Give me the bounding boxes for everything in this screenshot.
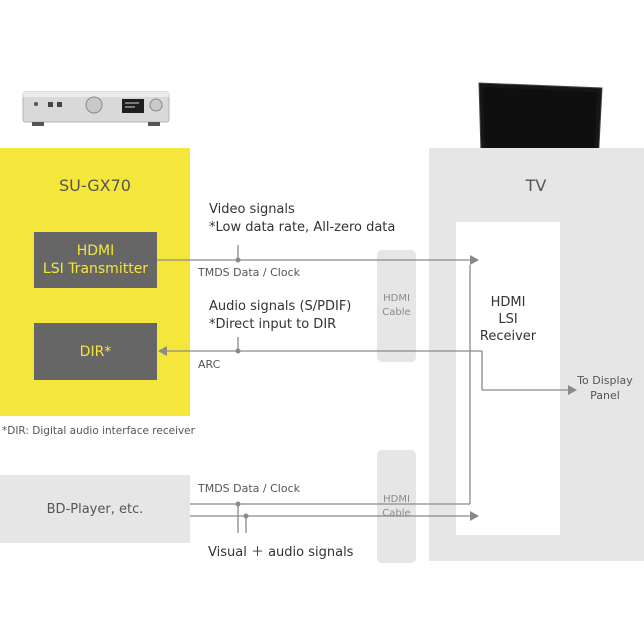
su-gx70-title: SU-GX70 [59,176,131,195]
tmds-bottom-label: TMDS Data / Clock [198,482,301,495]
visual-audio-label: Visual ＋ audio signals [208,545,354,560]
arc-label: ARC [198,358,221,371]
bd-player-label: BD-Player, etc. [46,501,144,517]
video-signals-note: *Low data rate, All-zero data [209,220,396,235]
tmds-top-label: TMDS Data / Clock [198,266,301,279]
to-display-panel-label: To Display Panel [577,374,633,402]
tv-image [478,82,603,168]
hdmi-cable-bottom-label: HDMI Cable [382,493,411,519]
video-signals-label: Video signals [209,202,295,217]
dir-label: DIR* [79,343,112,360]
dir-footnote: *DIR: Digital audio interface receiver [2,425,195,437]
tv-title: TV [525,176,547,195]
amplifier-image [22,90,172,130]
audio-signals-note: *Direct input to DIR [209,317,337,332]
hdmi-lsi-receiver-box [456,222,560,535]
hdmi-lsi-receiver-label: HDMI LSI Receiver [479,295,537,344]
hdmi-lsi-transmitter-label: HDMI LSI Transmitter [42,243,149,277]
hdmi-cable-bottom: HDMI Cable [377,450,416,563]
audio-signals-label: Audio signals (S/PDIF) [209,299,352,314]
hdmi-cable-top-label: HDMI Cable [382,293,411,318]
dir-box: DIR* [34,323,157,380]
hdmi-lsi-transmitter-box: HDMI LSI Transmitter [34,232,157,288]
bd-player-box: BD-Player, etc. [0,475,190,543]
hdmi-cable-top: HDMI Cable [377,250,416,362]
